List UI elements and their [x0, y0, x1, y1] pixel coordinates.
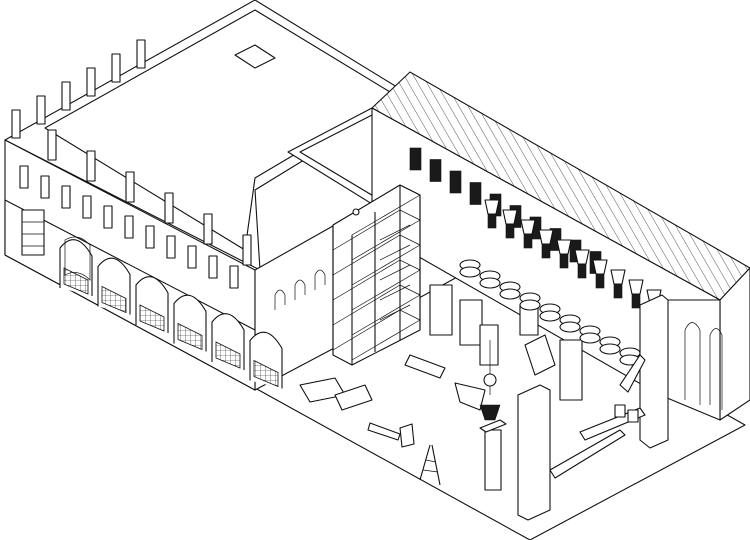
roof-balusters	[11, 39, 252, 266]
baluster	[203, 213, 213, 245]
scaffold-stair	[379, 264, 411, 281]
drum-ring	[579, 332, 601, 344]
baluster	[125, 171, 135, 203]
arcade-arches	[59, 239, 283, 389]
baluster	[86, 67, 96, 97]
scaffold-rail	[351, 219, 421, 261]
scaffold-stair	[379, 284, 411, 301]
baluster	[47, 129, 57, 161]
arch-grille	[63, 267, 89, 295]
facade-window	[208, 255, 218, 279]
arch-grille	[253, 359, 279, 388]
drum-ring	[599, 343, 621, 355]
facade-window	[103, 205, 113, 229]
angled-plaster	[524, 334, 646, 393]
drum-ring	[519, 299, 541, 311]
capital	[520, 219, 536, 235]
scaffold-stair	[379, 304, 411, 321]
scaffold-rail	[351, 194, 421, 236]
interior-props	[299, 259, 669, 521]
left-building	[4, 0, 411, 391]
clerestory-window	[469, 182, 482, 205]
baluster	[36, 95, 46, 125]
arch-grille	[101, 285, 127, 314]
tables-and-beams	[299, 354, 646, 479]
facade-window	[229, 265, 239, 289]
facade-windows	[19, 165, 239, 289]
pilasters	[479, 294, 669, 521]
drum-ring	[499, 288, 521, 300]
baluster	[111, 53, 121, 83]
worker-figure	[352, 208, 360, 216]
drum-rings	[459, 259, 641, 366]
capital	[574, 249, 590, 265]
arch-grille	[215, 341, 241, 369]
facade-window	[19, 165, 29, 189]
facade-window	[145, 225, 155, 249]
facade-window	[187, 245, 197, 269]
drum-ring	[479, 277, 501, 289]
capital-base	[613, 283, 623, 299]
scaffold-rail	[351, 244, 421, 286]
long-hall	[371, 71, 750, 421]
capital-base	[631, 293, 641, 309]
capital	[484, 199, 500, 215]
capital-base	[559, 253, 569, 269]
capital	[556, 239, 572, 255]
capitals-row	[484, 199, 662, 319]
capital-base	[541, 243, 551, 259]
capital	[628, 279, 644, 295]
left-shelving	[21, 209, 91, 281]
baluster	[61, 81, 71, 111]
hanging-ornament	[479, 340, 501, 421]
clerestory-window	[429, 159, 442, 182]
scaffold-tower	[332, 184, 421, 366]
scaffold-rail	[351, 319, 421, 361]
arch-grille	[139, 304, 165, 332]
capital-base	[577, 263, 587, 279]
baluster	[86, 150, 96, 182]
side-arched-windows	[274, 269, 326, 310]
facade-window	[40, 175, 50, 199]
capital	[592, 259, 608, 275]
facade-window	[124, 215, 134, 239]
drum-ring	[539, 310, 561, 322]
clerestory-window	[449, 170, 462, 194]
clerestory-window	[409, 147, 422, 171]
baluster	[11, 109, 21, 139]
capital-base	[505, 223, 515, 239]
facade-window	[82, 195, 92, 219]
baluster	[136, 39, 146, 69]
arch-grille	[177, 322, 203, 351]
capital	[538, 229, 554, 245]
stacked-molds	[429, 284, 583, 401]
facade-window	[61, 185, 71, 209]
scaffold-rail	[351, 269, 421, 311]
facade-window	[166, 235, 176, 259]
baluster	[242, 234, 252, 266]
capital-base	[595, 273, 605, 289]
scaffold-stair	[379, 224, 411, 241]
capital	[502, 209, 518, 225]
drum-ring	[459, 266, 481, 278]
baluster	[164, 192, 174, 224]
a-frame-ladder	[419, 444, 441, 486]
capital-base	[523, 233, 533, 249]
capital	[610, 269, 626, 285]
capital-base	[487, 213, 497, 229]
roof-hatch	[234, 44, 276, 69]
scaffold-stair	[379, 244, 411, 261]
drum-ring	[559, 321, 581, 333]
scaffold-rail	[351, 294, 421, 336]
